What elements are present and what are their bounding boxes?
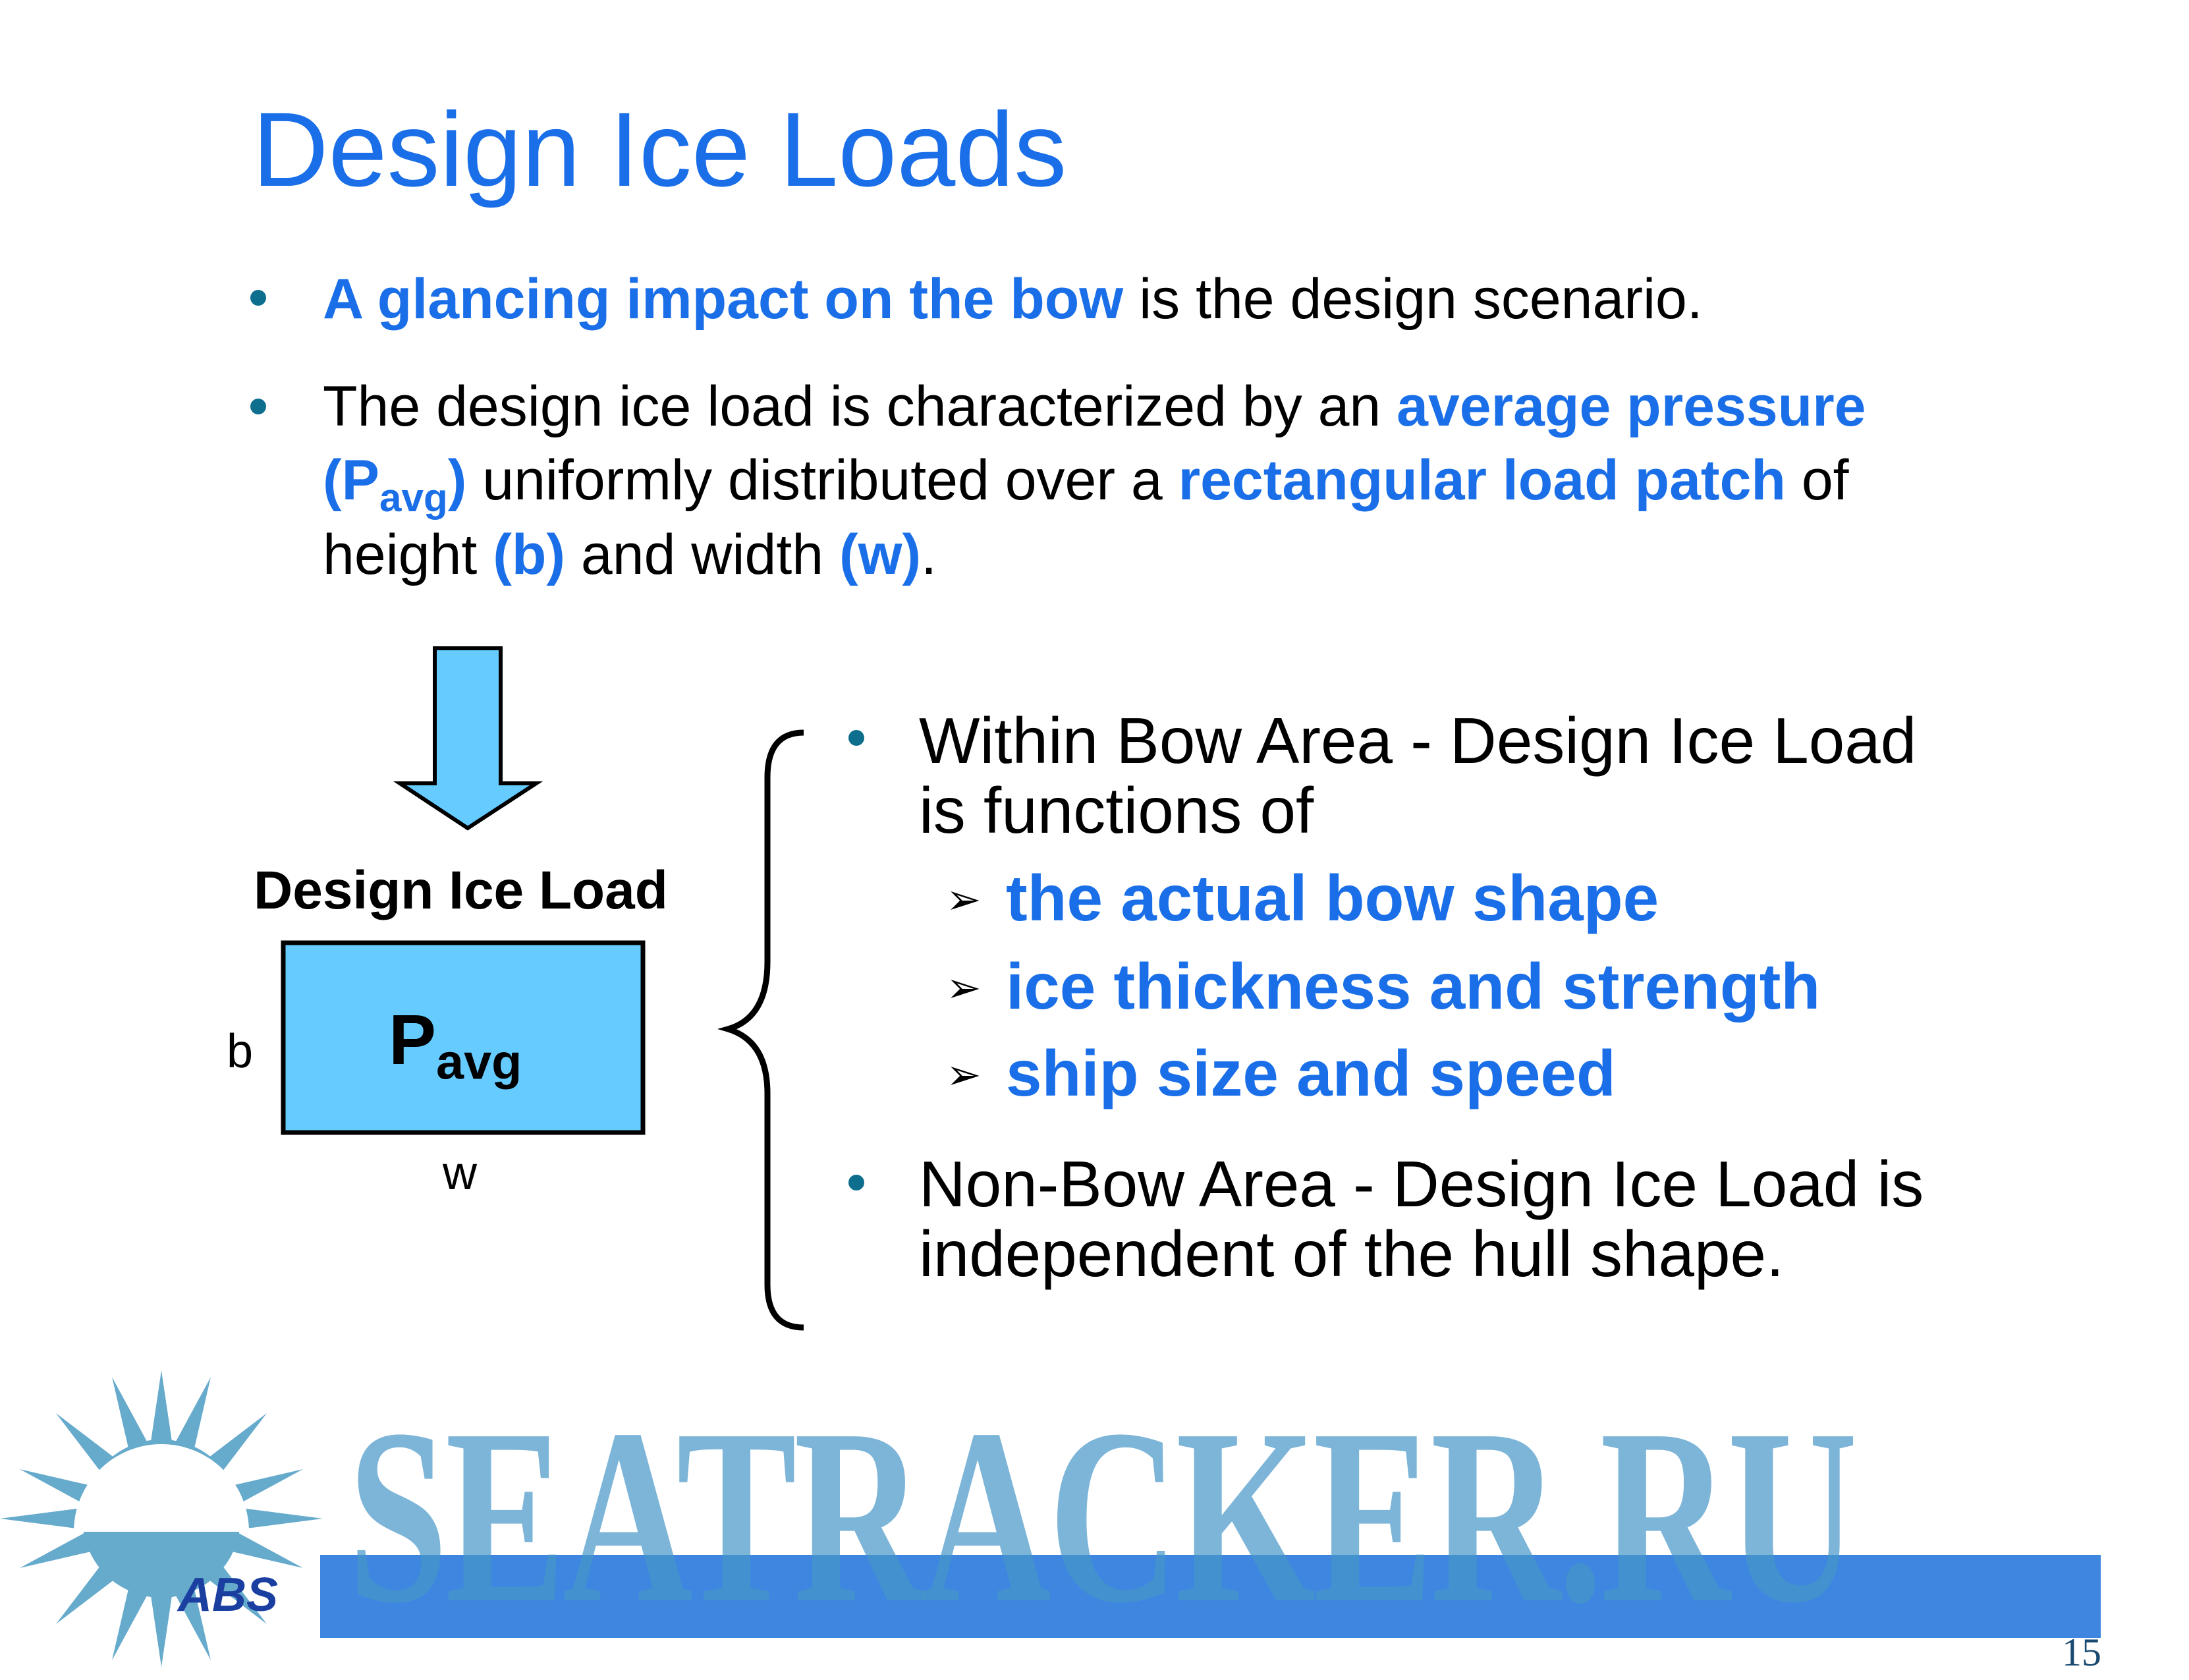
- diagram-label: Design Ice Load: [254, 860, 668, 920]
- factor-item: ice thickness and strength: [1006, 950, 1821, 1022]
- width-label: w: [443, 1147, 477, 1200]
- bullet-design-load-line1: The design ice load is characterized by …: [323, 374, 1866, 439]
- non-bow-line2: independent of the hull shape.: [919, 1218, 1785, 1290]
- watermark: SEATRACKER.RU: [348, 1378, 1858, 1655]
- subscript: avg: [436, 1034, 522, 1090]
- text: P: [389, 999, 437, 1079]
- bullet-dot: [848, 730, 864, 746]
- factor-item: the actual bow shape: [1006, 862, 1659, 934]
- emphasis: average pressure: [1397, 375, 1866, 438]
- arrow-bullet-icon: ➢: [946, 1051, 982, 1098]
- text: height: [323, 523, 493, 586]
- bullet-dot: [250, 399, 266, 414]
- bullet-dot: [848, 1175, 864, 1190]
- footer-band: [320, 1555, 2101, 1638]
- pavg-emphasis: (Pavg): [323, 449, 467, 520]
- text: ): [447, 449, 467, 512]
- pavg-label: Pavg: [389, 998, 522, 1091]
- non-bow-line1: Non-Bow Area - Design Ice Load is: [919, 1148, 1924, 1220]
- arrow-bullet-icon: ➢: [946, 876, 982, 923]
- arrow-bullet-icon: ➢: [946, 964, 982, 1011]
- slide-title: Design Ice Loads: [252, 90, 1067, 208]
- bow-area-line2: is functions of: [919, 774, 1314, 847]
- emphasis: (b): [493, 523, 566, 586]
- curly-brace: [717, 729, 804, 1331]
- bullet-design-load-line3: height (b) and width (w).: [323, 522, 937, 588]
- bullet-dot: [250, 290, 266, 306]
- text: and width: [565, 523, 839, 586]
- subscript: avg: [379, 476, 448, 520]
- sun-logo-icon: [0, 1370, 323, 1667]
- text: of: [1785, 449, 1849, 512]
- text: .: [921, 523, 937, 586]
- bullet-glancing-impact: A glancing impact on the bow is the desi…: [323, 267, 1703, 332]
- emphasis: (w): [839, 523, 922, 586]
- emphasis: rectangular load patch: [1178, 449, 1786, 512]
- text: uniformly distributed over a: [466, 449, 1178, 512]
- height-label: b: [227, 1025, 254, 1078]
- down-arrow-icon: [393, 646, 543, 831]
- load-patch-rect: [281, 940, 646, 1135]
- abs-logo: ABS: [178, 1569, 279, 1621]
- page-number: 15: [2062, 1631, 2101, 1674]
- text: is the design scenario.: [1123, 267, 1703, 331]
- bow-area-line1: Within Bow Area - Design Ice Load: [919, 704, 1917, 777]
- text: The design ice load is characterized by …: [323, 375, 1397, 438]
- bullet-design-load-line2: (Pavg) uniformly distributed over a rect…: [323, 448, 1849, 520]
- factor-item: ship size and speed: [1006, 1037, 1616, 1109]
- emphasis: A glancing impact on the bow: [323, 267, 1124, 331]
- text: (P: [323, 449, 379, 512]
